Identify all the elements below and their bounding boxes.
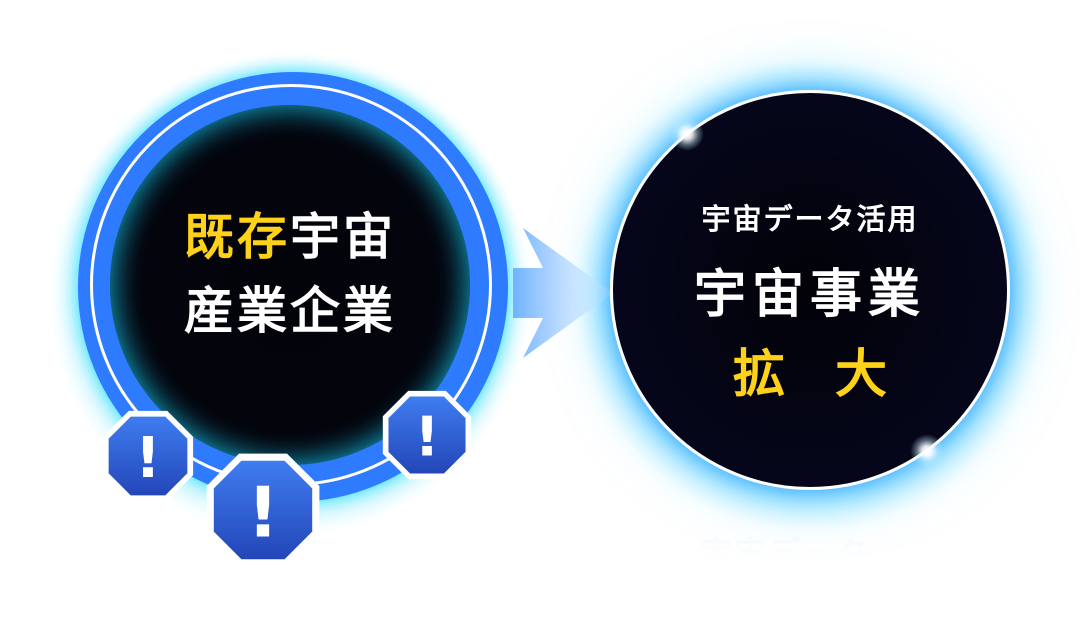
faded-caption: 宇宙データ [700,534,871,572]
arrow-right-icon [513,228,613,358]
sparkle-icon [910,434,944,468]
right-title: 宇宙事業 [693,265,926,325]
left-line-2: 産業企業 [184,282,396,340]
sparkle-icon [670,117,704,151]
right-subtitle: 宇宙データ活用 [701,202,919,236]
left-line-1: 既存宇宙 [110,200,470,274]
warning-octagon-icon: ! [206,453,320,567]
warning-mark: ! [415,405,440,469]
existing-highlight: 既存 [184,208,290,266]
warning-octagon-icon: ! [102,410,194,502]
space-label: 宇宙 [290,208,396,266]
warning-mark: ! [247,472,279,553]
warning-octagon-icon: ! [382,390,472,480]
left-circle-text: 既存宇宙 産業企業 [110,200,470,348]
right-highlight: 拡大 [732,345,937,405]
right-circle [610,90,1010,490]
warning-mark: ! [135,426,160,491]
